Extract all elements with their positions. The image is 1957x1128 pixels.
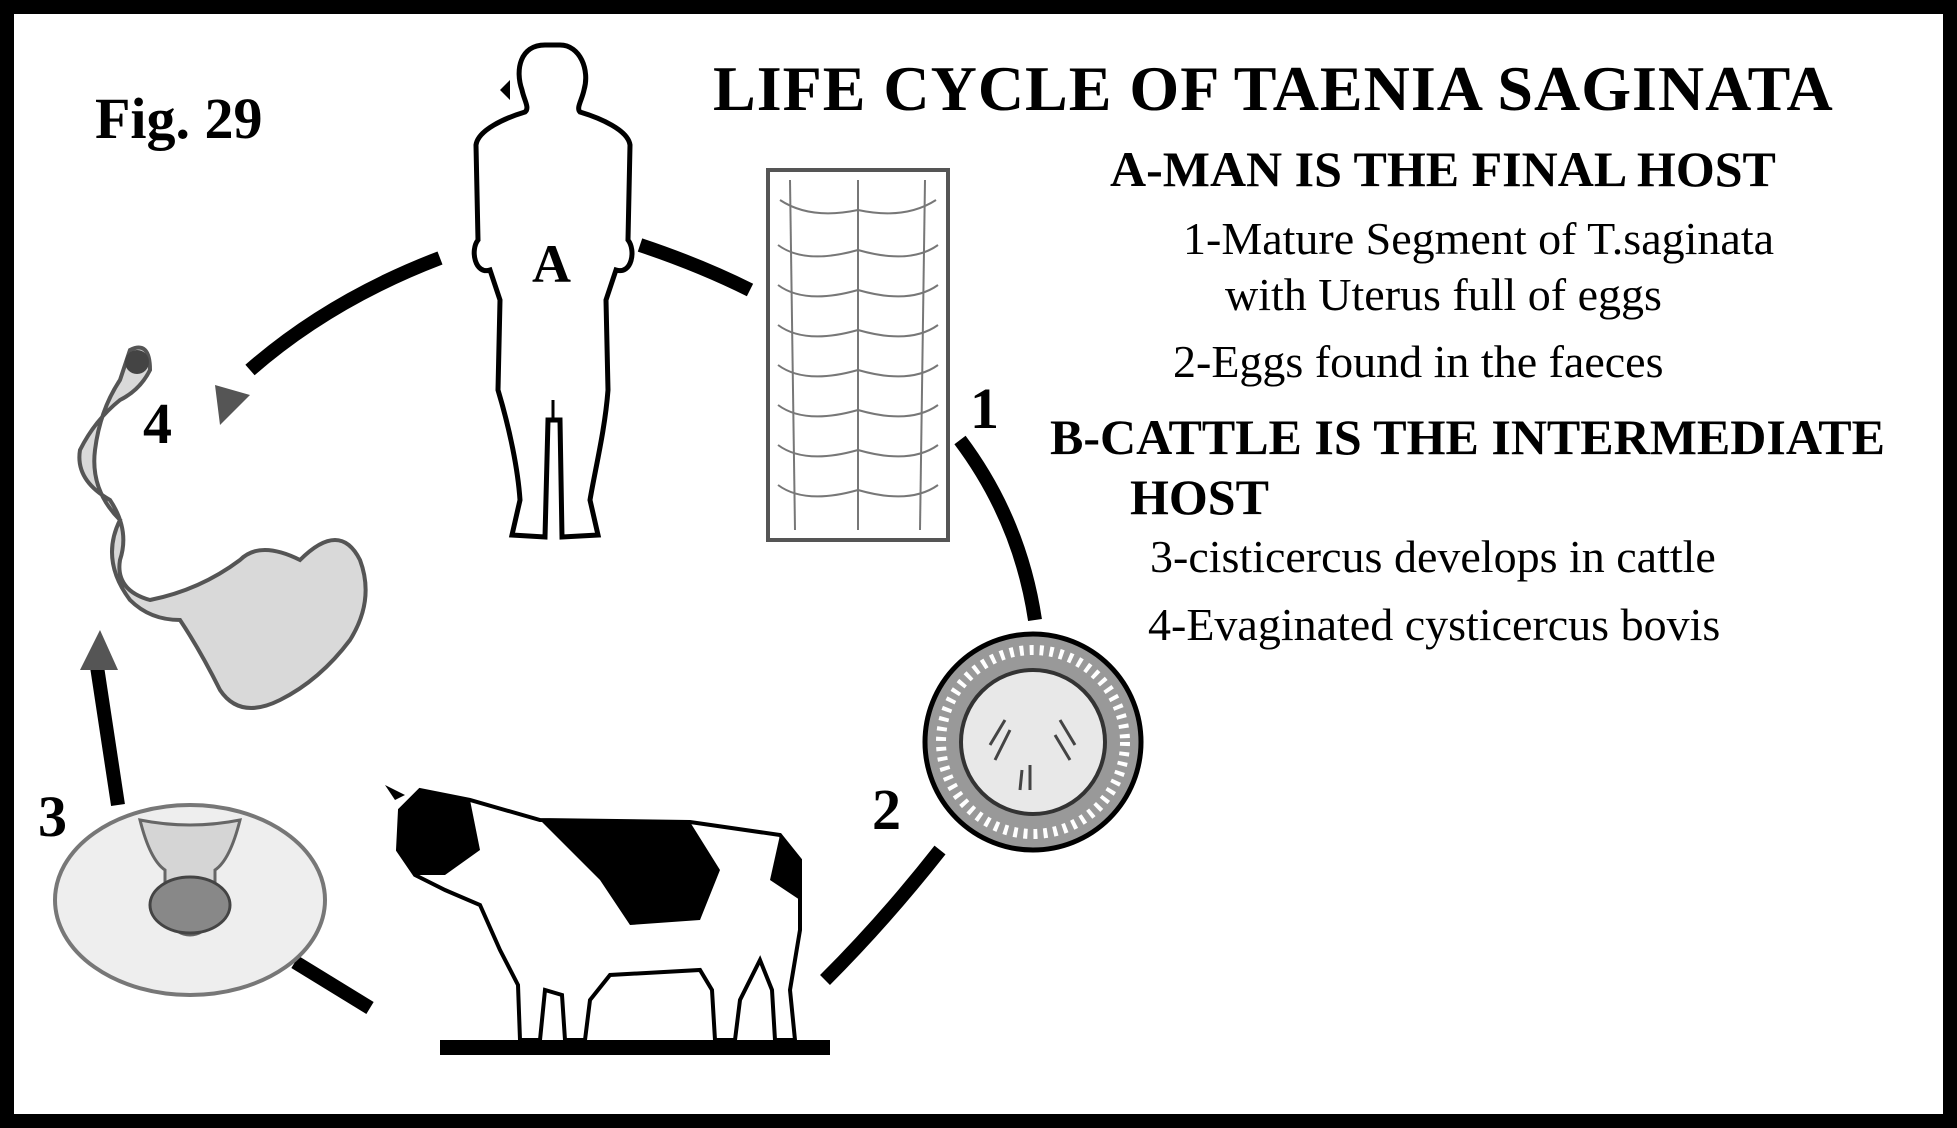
egg-icon <box>925 634 1141 850</box>
arc-cow-to-cyst <box>295 962 370 1008</box>
figure-title: LIFE CYCLE OF TAENIA SAGINATA <box>713 52 1834 126</box>
cow-icon <box>385 785 830 1055</box>
intermediate-host-heading-line2: HOST <box>1130 468 1269 526</box>
intermediate-host-heading: B-CATTLE IS THE INTERMEDIATE <box>1050 408 1885 466</box>
stage-number-4: 4 <box>143 390 172 457</box>
stage-number-2: 2 <box>872 776 901 843</box>
stage-number-1: 1 <box>970 375 999 442</box>
legend-item-1-line1: 1-Mature Segment of T.saginata <box>1183 212 1774 265</box>
legend-item-3: 3-cisticercus develops in cattle <box>1150 530 1716 583</box>
mature-segment-icon <box>768 170 948 540</box>
final-host-heading: A-MAN IS THE FINAL HOST <box>1110 140 1776 198</box>
arc-man-to-4 <box>250 258 440 370</box>
man-label: A <box>532 233 571 295</box>
stage-number-3: 3 <box>38 783 67 850</box>
arrow-4-icon <box>215 385 250 425</box>
arc-proglottid-to-egg <box>960 440 1035 620</box>
legend-item-1-line2: with Uterus full of eggs <box>1225 268 1662 321</box>
arc-cyst-up <box>96 660 118 805</box>
arc-man-to-proglottid <box>640 245 750 290</box>
arrow-3-icon <box>80 630 118 670</box>
arc-egg-to-cow <box>825 850 940 980</box>
cysticercus-icon <box>55 805 325 995</box>
legend-item-4: 4-Evaginated cysticercus bovis <box>1148 598 1720 651</box>
legend-item-2: 2-Eggs found in the faeces <box>1173 335 1664 388</box>
figure-number: Fig. 29 <box>95 85 263 152</box>
